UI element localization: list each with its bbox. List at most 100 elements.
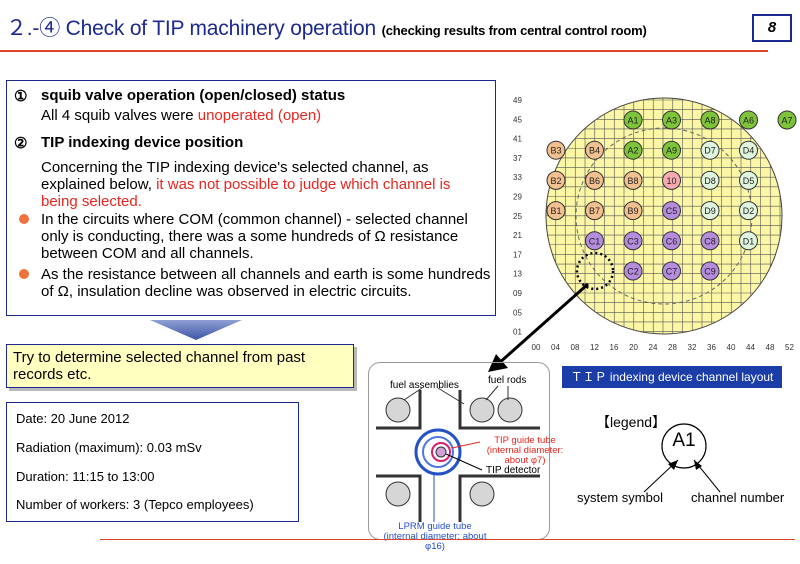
channel-label: D4 [743,146,755,156]
section1-text-a: All 4 squib valves were [41,107,198,124]
channel-label: D5 [743,176,755,186]
x-tick-label: 12 [590,343,599,352]
section1-marker: ① [14,88,28,105]
channel-layout-caption: ＴＩＰ indexing device channel layout [562,366,782,388]
tip-detector-label: TIP detector [486,465,541,476]
channel-label: B2 [550,176,561,186]
y-tick-label: 13 [513,270,522,279]
channel-label: A3 [666,116,677,126]
section2-bullet2: As the resistance between all channels a… [41,266,491,300]
channel-label: B1 [550,206,561,216]
channel-marker [700,261,720,281]
x-tick-label: 08 [571,343,580,352]
channel-label: 10 [666,176,676,186]
channel-marker [623,201,643,221]
section2-bullet1: In the circuits where COM (common channe… [41,211,468,262]
work-duration: Duration: 11:15 to 13:00 [16,469,155,484]
channel-label: A2 [627,146,638,156]
channel-label: C5 [666,206,678,216]
channel-marker [623,110,643,130]
section2-heading: TIP indexing device position [41,134,244,151]
y-tick-label: 25 [513,212,522,221]
status-box: ① squib valve operation (open/closed) st… [6,80,496,316]
channel-label: A7 [781,116,792,126]
header-divider [0,50,768,52]
channel-label: D2 [743,206,755,216]
page-title: ２.-④ Check of TIP machinery operation (c… [6,12,647,42]
x-tick-label: 40 [727,343,736,352]
channel-marker [585,201,604,221]
y-tick-label: 49 [513,96,522,105]
channel-marker [546,201,566,221]
channel-label: B3 [550,146,561,156]
channel-label: D8 [704,176,716,186]
channel-label: C6 [666,236,678,246]
legend-system-symbol: system symbol [577,490,663,505]
channel-label: A8 [704,116,715,126]
channel-marker [739,201,758,221]
section2-intro-b: it was not possible to judge which chann… [41,176,451,210]
x-tick-label: 24 [649,343,658,352]
selected-channel-highlight [575,251,615,291]
x-tick-label: 52 [785,343,794,352]
channel-label: A1 [627,116,638,126]
channel-marker [700,110,720,130]
x-tick-label: 20 [629,343,638,352]
channel-marker [700,201,720,221]
channel-marker [585,170,604,190]
y-tick-label: 01 [513,328,522,337]
x-tick-label: 36 [707,343,716,352]
bullet-dot [19,269,29,279]
channel-marker [662,110,681,130]
section2-marker: ② [14,135,28,152]
channel-marker [623,170,643,190]
cross-section-diagram [376,385,540,532]
legend-title: 【legend】 [596,414,667,430]
legend-channel-number: channel number [691,490,785,505]
title-main: ２.-④ Check of TIP machinery operation [6,17,376,40]
x-tick-label: 16 [610,343,619,352]
y-tick-label: 37 [513,154,522,163]
channel-marker [623,261,643,281]
channel-label: C3 [627,236,639,246]
channel-marker [700,231,720,251]
bullet-dot [19,214,29,224]
y-tick-label: 41 [513,135,522,144]
channel-label: A6 [743,116,754,126]
channel-label: D9 [704,206,716,216]
channel-marker [739,170,758,190]
legend-example-symbol: A1 [672,430,696,451]
channel-marker [739,140,758,160]
channel-marker [700,170,720,190]
y-tick-label: 09 [513,289,522,298]
x-tick-label: 00 [532,343,541,352]
y-tick-label: 05 [513,308,522,317]
channel-label: B4 [589,146,600,156]
channel-marker [662,140,681,160]
fuel-assemblies-label: fuel assemblies [390,380,459,391]
section1-heading: squib valve operation (open/closed) stat… [41,87,346,104]
work-date: Date: 20 June 2012 [16,411,130,426]
channel-marker [585,140,604,160]
channel-label: C7 [666,267,678,277]
channel-label: A9 [666,146,677,156]
channel-marker [739,231,758,251]
channel-marker [546,170,566,190]
x-tick-label: 32 [688,343,697,352]
channel-label: B9 [627,206,638,216]
y-tick-label: 29 [513,193,522,202]
channel-marker [777,110,797,130]
channel-label: B7 [589,206,600,216]
legend-diagram [643,423,721,493]
page-number: 8 [752,14,792,42]
section2-intro-a: Concerning the TIP indexing device's sel… [41,159,429,193]
x-tick-label: 48 [766,343,775,352]
channel-label: C2 [627,267,639,277]
fuel-rods-label: fuel rods [488,375,527,386]
channel-label: C9 [704,267,716,277]
work-info-box: Date: 20 June 2012 Radiation (maximum): … [6,402,299,522]
